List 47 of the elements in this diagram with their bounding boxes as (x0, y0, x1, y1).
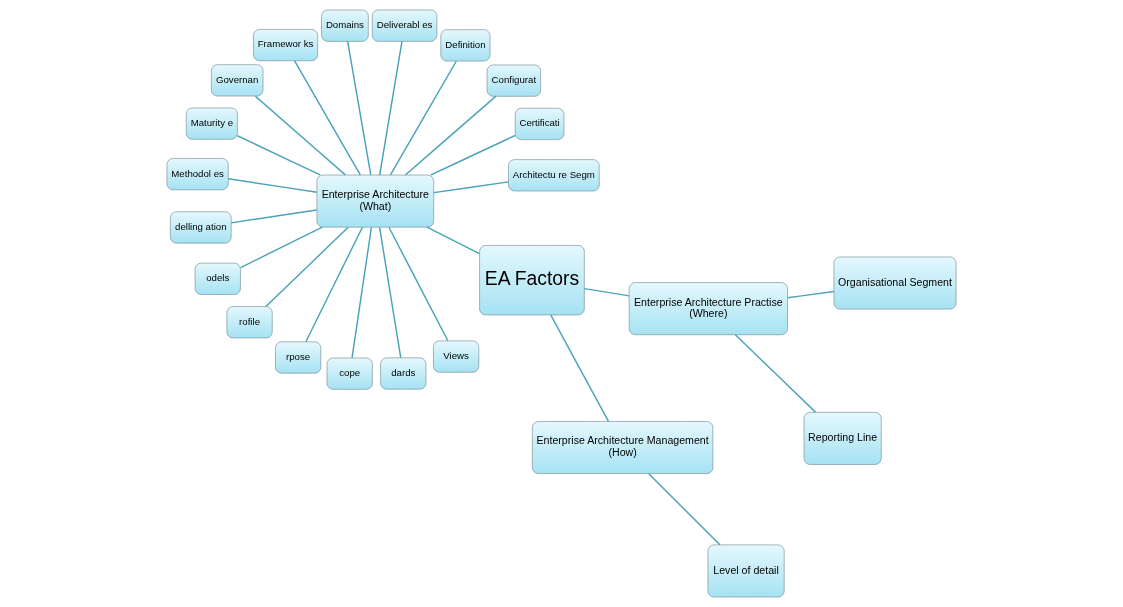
node-box: EA Factors (479, 245, 585, 316)
node-box: rpose (275, 341, 322, 374)
connector (378, 40, 403, 176)
node-box: Framewor ks (253, 29, 318, 62)
node-box: Methodol es (166, 158, 229, 191)
node-box: Reporting Line (803, 412, 882, 465)
connector (404, 95, 497, 176)
connector (239, 226, 324, 269)
node-box: Architectu re Segm (508, 159, 600, 192)
connector (346, 40, 372, 176)
node-box: Views (433, 340, 480, 373)
connector (389, 60, 457, 176)
node-box: Deliverabl es (371, 9, 438, 42)
node-box: Certificati (514, 107, 565, 140)
connector (293, 60, 361, 176)
node-box: delling ation (170, 211, 232, 244)
node-box: rofile (226, 306, 273, 339)
node-box: Governan (211, 64, 264, 97)
node-box: Enterprise Architecture Practise (Where) (628, 282, 788, 335)
node-box: Maturity e (185, 107, 238, 140)
node-box: Domains (321, 9, 369, 42)
connector (305, 226, 364, 343)
connector (426, 226, 481, 255)
node-box: Configurat (486, 64, 541, 97)
node-box: cope (326, 357, 373, 390)
connector (265, 226, 349, 308)
connector (433, 181, 510, 194)
connector (351, 226, 373, 359)
connector (648, 473, 721, 546)
connector (430, 134, 516, 176)
connector (230, 209, 318, 224)
node-box: Enterprise Architecture (What) (316, 174, 435, 228)
connector (388, 226, 449, 342)
connector (734, 334, 817, 413)
connector (550, 314, 610, 423)
node-box: Definition (440, 29, 491, 62)
node-box: dards (380, 357, 427, 390)
connector (378, 226, 402, 359)
connector (236, 135, 321, 176)
node-box: Organisational Segment (833, 256, 957, 310)
node-box: odels (194, 262, 241, 295)
connector (786, 290, 835, 299)
node-box: Enterprise Architecture Management (How) (532, 421, 714, 474)
connector (583, 287, 630, 297)
node-box: Level of detail (707, 544, 785, 598)
connector (227, 178, 318, 193)
connector (254, 95, 347, 176)
